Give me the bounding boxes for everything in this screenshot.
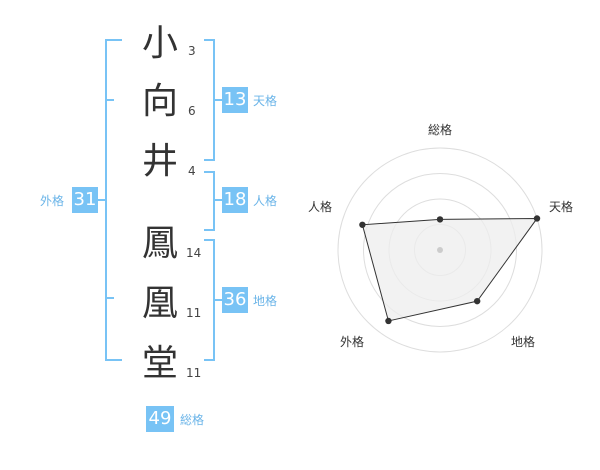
radar-ring bbox=[363, 173, 517, 327]
stroke-count-3: 4 bbox=[188, 164, 196, 178]
radar-axis-label-gaikaku: 外格 bbox=[340, 335, 365, 349]
stroke-count-1: 3 bbox=[188, 44, 196, 58]
stroke-count-4: 14 bbox=[186, 246, 202, 260]
chikaku-value: 36 bbox=[222, 287, 248, 313]
radar-point bbox=[473, 297, 481, 305]
chikaku-label: 地格 bbox=[253, 294, 278, 308]
stroke-count-5: 11 bbox=[186, 306, 202, 320]
radar-point bbox=[533, 215, 541, 222]
radar-point bbox=[436, 216, 444, 223]
soukaku-label: 総格 bbox=[180, 413, 205, 427]
jinkaku-label: 人格 bbox=[253, 194, 278, 208]
jinkaku-value: 18 bbox=[222, 187, 248, 213]
name-char-3: 井 bbox=[141, 141, 178, 182]
radar-axis-label-jinkaku: 人格 bbox=[308, 200, 333, 214]
radar-point bbox=[385, 317, 392, 325]
radar-polygon bbox=[361, 217, 538, 322]
radar-axis-label-soukaku: 総格 bbox=[428, 123, 453, 137]
stroke-count-6: 11 bbox=[186, 366, 202, 380]
name-char-4: 鳳 bbox=[141, 223, 178, 264]
name-char-5: 凰 bbox=[141, 283, 178, 324]
name-char-1: 小 bbox=[141, 23, 178, 64]
radar-ring bbox=[337, 147, 543, 353]
name-char-2: 向 bbox=[141, 81, 178, 122]
gaikaku-label: 外格 bbox=[40, 194, 65, 208]
stroke-count-2: 6 bbox=[188, 104, 196, 118]
tenkaku-label: 天格 bbox=[253, 94, 278, 108]
radar-center-dot bbox=[437, 247, 443, 253]
radar-axis-label-tenkaku: 天格 bbox=[549, 200, 574, 214]
radar-axis-label-chikaku: 地格 bbox=[511, 335, 536, 349]
gaikaku-value: 31 bbox=[72, 187, 98, 213]
tenkaku-value: 13 bbox=[222, 87, 248, 113]
soukaku-value: 49 bbox=[146, 406, 174, 432]
radar-point bbox=[359, 221, 366, 228]
name-char-6: 堂 bbox=[141, 343, 178, 384]
